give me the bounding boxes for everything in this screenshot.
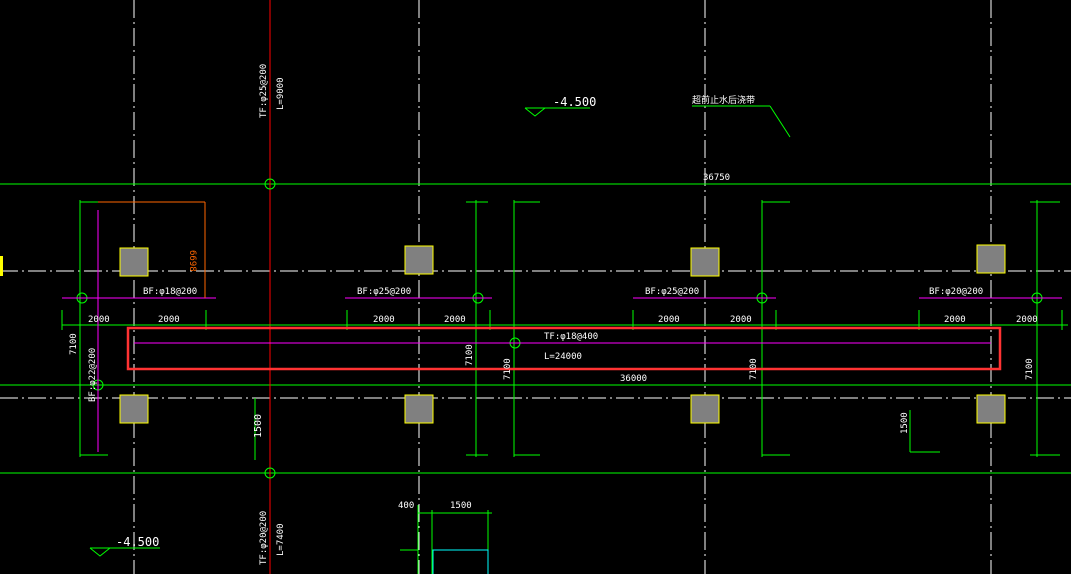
dimension-1500-right: 1500 [900, 412, 910, 434]
dimension-overall-top: 36750 [703, 173, 730, 183]
callout-note: 超前止水后浇带 [692, 94, 755, 106]
bf-label-1: BF:φ18@200 [143, 287, 197, 297]
columns [119, 244, 1006, 424]
bf-label-4: BF:φ20@200 [929, 287, 983, 297]
highlight-rebar-length: L=24000 [544, 352, 582, 362]
dimension-400: 400 [398, 501, 414, 511]
rebar-lines [62, 210, 1062, 452]
dimension-2000: 2000 [88, 315, 110, 325]
highlight-rebar-spec: TF:φ18@400 [544, 332, 598, 342]
dimension-2000: 2000 [944, 315, 966, 325]
dimension-2000: 2000 [158, 315, 180, 325]
column-5 [119, 394, 149, 424]
bf-label-3: BF:φ25@200 [645, 287, 699, 297]
dimension-7100: 7100 [69, 333, 79, 355]
foundation-outline [0, 183, 1071, 474]
bottom-rebar-length: L=7400 [276, 523, 286, 556]
dimension-overall-mid: 36000 [620, 374, 647, 384]
dimension-2000: 2000 [730, 315, 752, 325]
dimension-7100: 7100 [1025, 358, 1035, 380]
selected-rebar-highlight[interactable] [126, 326, 1002, 371]
top-rebar-label: TF:φ25@200 [259, 64, 269, 118]
bf-label-left: BF:φ22@200 [88, 348, 98, 402]
dimension-guides [61, 200, 1068, 574]
column-6 [404, 394, 434, 424]
column-1 [119, 247, 149, 277]
horizontal-grid-lines [0, 270, 1071, 399]
orange-dimension [98, 201, 206, 298]
column-8 [976, 394, 1006, 424]
edge-marker [0, 256, 3, 276]
top-rebar-length: L=9000 [276, 77, 286, 110]
elevation-bottom: -4.500 [116, 535, 159, 549]
dimension-7100: 7100 [503, 358, 513, 380]
bottom-rebar-label: TF:φ20@200 [259, 511, 269, 565]
elevation-top: -4.500 [553, 95, 596, 109]
dimension-1500-bottom: 1500 [450, 501, 472, 511]
column-2 [404, 245, 434, 275]
dimension-7100: 7100 [749, 358, 759, 380]
bf-label-2: BF:φ25@200 [357, 287, 411, 297]
dimension-2000: 2000 [373, 315, 395, 325]
dimension-2000: 2000 [658, 315, 680, 325]
orange-dimension-label: 6698 [187, 250, 197, 272]
callout-leader [692, 105, 791, 138]
column-7 [690, 394, 720, 424]
elevation-markers [89, 107, 590, 557]
dimension-7100: 7100 [465, 344, 475, 366]
cyan-box [432, 549, 489, 574]
vertical-grid-lines [133, 0, 992, 574]
dimension-1500-left: 1500 [253, 414, 264, 438]
dimension-2000: 2000 [1016, 315, 1038, 325]
column-4 [976, 244, 1006, 274]
column-3 [690, 247, 720, 277]
dimension-2000: 2000 [444, 315, 466, 325]
